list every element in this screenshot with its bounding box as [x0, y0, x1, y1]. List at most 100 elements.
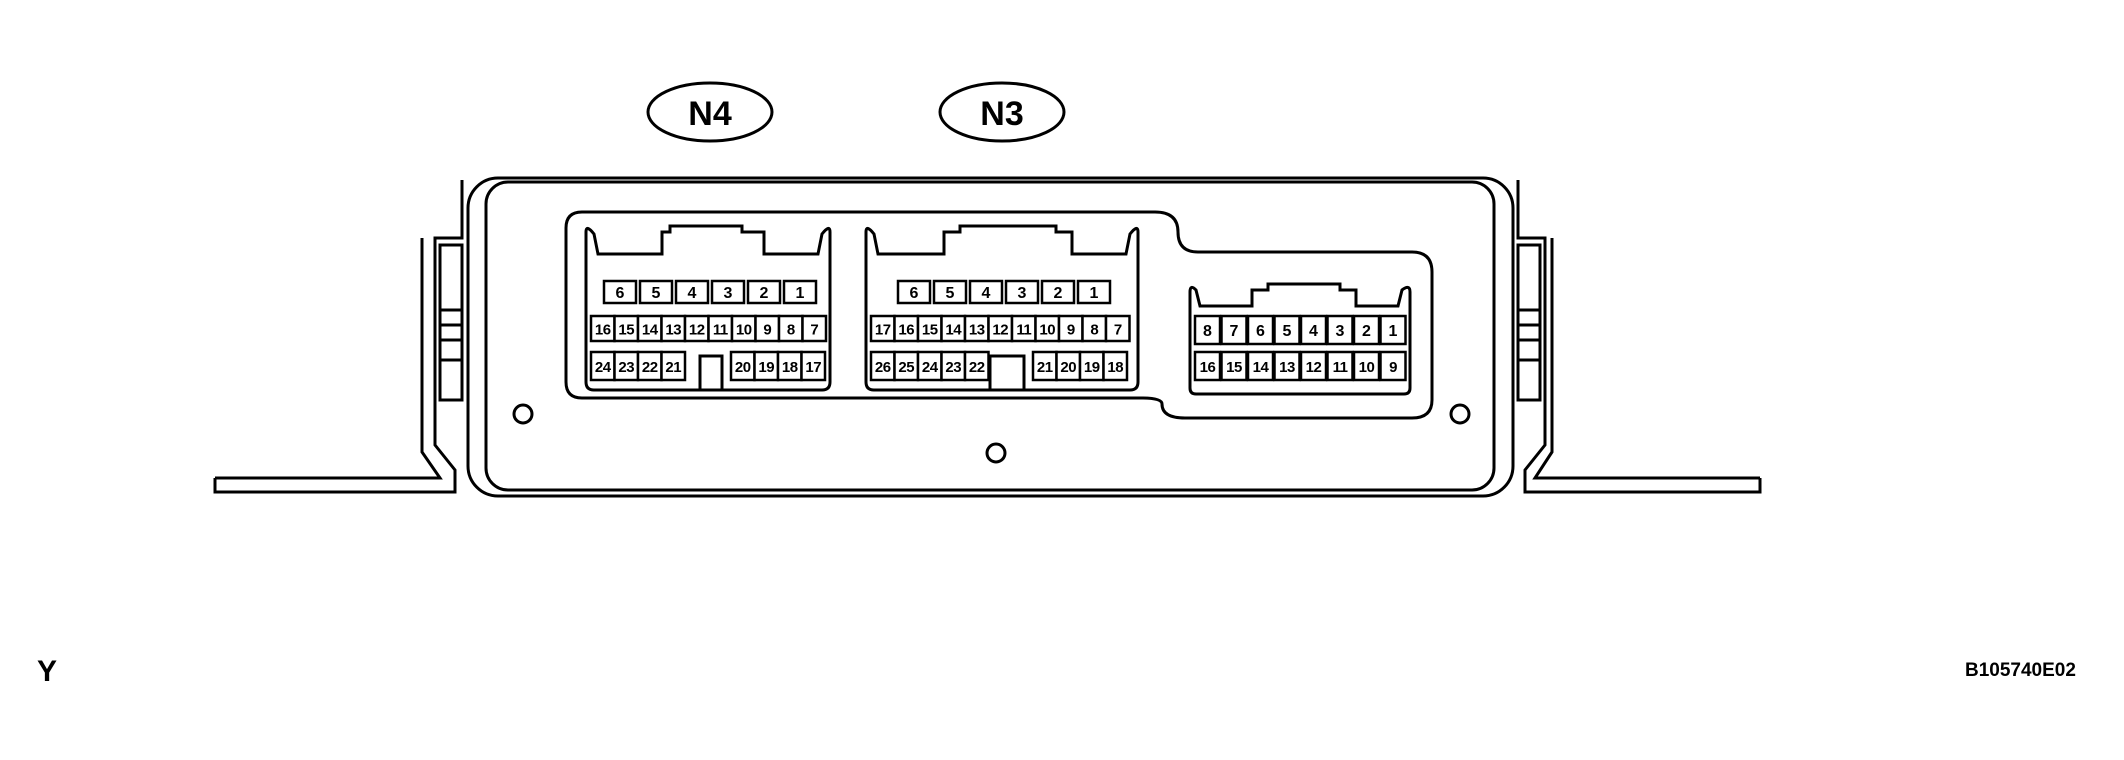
- small-row2-pin-label: 13: [1279, 359, 1295, 376]
- small-row2-pin-label: 12: [1306, 359, 1322, 376]
- n4-row1-pin-label: 6: [616, 285, 625, 302]
- n4-row3-pin-label: 20: [735, 359, 751, 376]
- n3-row2-pin-label: 8: [1090, 322, 1098, 339]
- figure-code: B105740E02: [1965, 660, 2076, 681]
- n4-row2-pin-label: 14: [642, 322, 659, 339]
- pin-cell: [1104, 314, 1131, 343]
- small-row2-pin-label: 9: [1389, 359, 1397, 376]
- pin-cell: [896, 279, 932, 305]
- n4-row1-pin-label: 2: [760, 285, 769, 302]
- small-row2-pin-label: 15: [1226, 359, 1242, 376]
- n4-row3-pin-label: 17: [805, 359, 821, 376]
- n4-label: N4: [688, 95, 732, 133]
- small-row1-pin-label: 3: [1336, 323, 1345, 340]
- n3-row1-pin-label: 1: [1090, 285, 1099, 302]
- small-row2-pin-label: 10: [1359, 359, 1375, 376]
- n3-row2-pin-label: 14: [945, 322, 962, 339]
- n3-row1-pin-label: 5: [946, 285, 955, 302]
- right-flange: [1516, 180, 1762, 494]
- n3-row2-pin-label: 12: [992, 322, 1008, 339]
- n4-row2-pin-label: 15: [618, 322, 634, 339]
- mounting-hole-right: [1449, 403, 1471, 425]
- pin-cell: [1326, 314, 1354, 346]
- n4-label-ellipse: [646, 81, 774, 143]
- n4-row3-pin-label: 19: [758, 359, 774, 376]
- n4-row1-pin-label: 5: [652, 285, 661, 302]
- n3-row2-pin-label: 16: [898, 322, 914, 339]
- pin-cell: [1299, 350, 1328, 382]
- n3-row3-pin-label: 19: [1084, 359, 1100, 376]
- mounting-bracket: [213, 180, 1762, 494]
- n3-row3-pin-label: 21: [1037, 359, 1053, 376]
- n4-row2-pin-label: 7: [810, 322, 818, 339]
- pin-cell: [782, 279, 818, 305]
- small-row1-pin-label: 4: [1309, 323, 1318, 340]
- n4-row2-pin-label: 9: [763, 322, 771, 339]
- small-row1-pin-label: 1: [1389, 323, 1398, 340]
- pin-cell: [1040, 279, 1076, 305]
- pin-cell: [1220, 314, 1248, 346]
- n3-row1-pin-label: 4: [982, 285, 991, 302]
- n4-row1-pin-label: 1: [796, 285, 805, 302]
- n4-row3-pin-label: 21: [665, 359, 681, 376]
- pin-cell: [1379, 314, 1407, 346]
- pin-cell: [638, 279, 674, 305]
- pin-cell: [1352, 314, 1381, 346]
- n3-row2-pin-label: 7: [1114, 322, 1122, 339]
- small-row2-pin-label: 16: [1200, 359, 1216, 376]
- left-flange: [213, 180, 464, 494]
- n3-row2-pin-label: 17: [875, 322, 891, 339]
- n3-label-ellipse: [938, 81, 1066, 143]
- n4-row2-pin-label: 10: [736, 322, 752, 339]
- n4-row2-pin-label: 12: [689, 322, 705, 339]
- mounting-hole-left: [512, 403, 534, 425]
- pin-cell: [1004, 279, 1040, 305]
- small-row1-pin-label: 2: [1362, 323, 1371, 340]
- pin-cell: [1102, 350, 1129, 382]
- pin-cell: [1299, 314, 1328, 346]
- n4-row1-pin-label: 4: [688, 285, 697, 302]
- pin-cell: [1352, 350, 1381, 382]
- pin-cell: [801, 314, 828, 343]
- n3-row3-pin-label: 25: [898, 359, 914, 376]
- n3-row3-pin-label: 24: [922, 359, 939, 376]
- n4-row3-pin-label: 22: [642, 359, 658, 376]
- pin-cell: [1193, 350, 1222, 382]
- n3-label: N3: [980, 95, 1023, 133]
- n4-row2-pin-label: 16: [595, 322, 611, 339]
- n4-row2-pin-label: 13: [665, 322, 681, 339]
- small-row1-pin-label: 6: [1256, 323, 1265, 340]
- pin-cell: [674, 279, 710, 305]
- n4-row2-pin-label: 11: [713, 322, 728, 339]
- n3-connector-body: [864, 224, 1140, 392]
- n3-row3-pin-label: 20: [1060, 359, 1076, 376]
- pin-cell: [1246, 350, 1275, 382]
- small-row2-pin-label: 11: [1333, 359, 1348, 376]
- small-row1-pin-label: 8: [1203, 323, 1212, 340]
- pin-cell: [660, 350, 687, 382]
- pin-cell: [932, 279, 968, 305]
- small-row1-pin-label: 5: [1283, 323, 1292, 340]
- n4-row1-pin-label: 3: [724, 285, 733, 302]
- pin-cell: [800, 350, 827, 382]
- connector-shell: [564, 210, 1434, 420]
- n4-row3-pin-label: 23: [618, 359, 634, 376]
- n3-row3-pin-label: 23: [945, 359, 961, 376]
- ecu-housing: [466, 176, 1515, 498]
- pin-cell: [963, 350, 990, 382]
- pin-cell: [1326, 350, 1354, 382]
- n3-row2-pin-label: 13: [969, 322, 985, 339]
- pin-cell: [1273, 350, 1301, 382]
- n3-row2-pin-label: 9: [1067, 322, 1075, 339]
- pin-cell: [1273, 314, 1301, 346]
- pin-cell: [1076, 279, 1112, 305]
- n4-row2-pin-label: 8: [787, 322, 795, 339]
- n3-row3-pin-label: 22: [969, 359, 985, 376]
- small-row2-pin-label: 14: [1253, 359, 1270, 376]
- n3-row3-pin-label: 26: [875, 359, 891, 376]
- n3-row1-pin-label: 6: [910, 285, 919, 302]
- n3-row3-pin-label: 18: [1107, 359, 1123, 376]
- mounting-hole-center: [985, 442, 1007, 464]
